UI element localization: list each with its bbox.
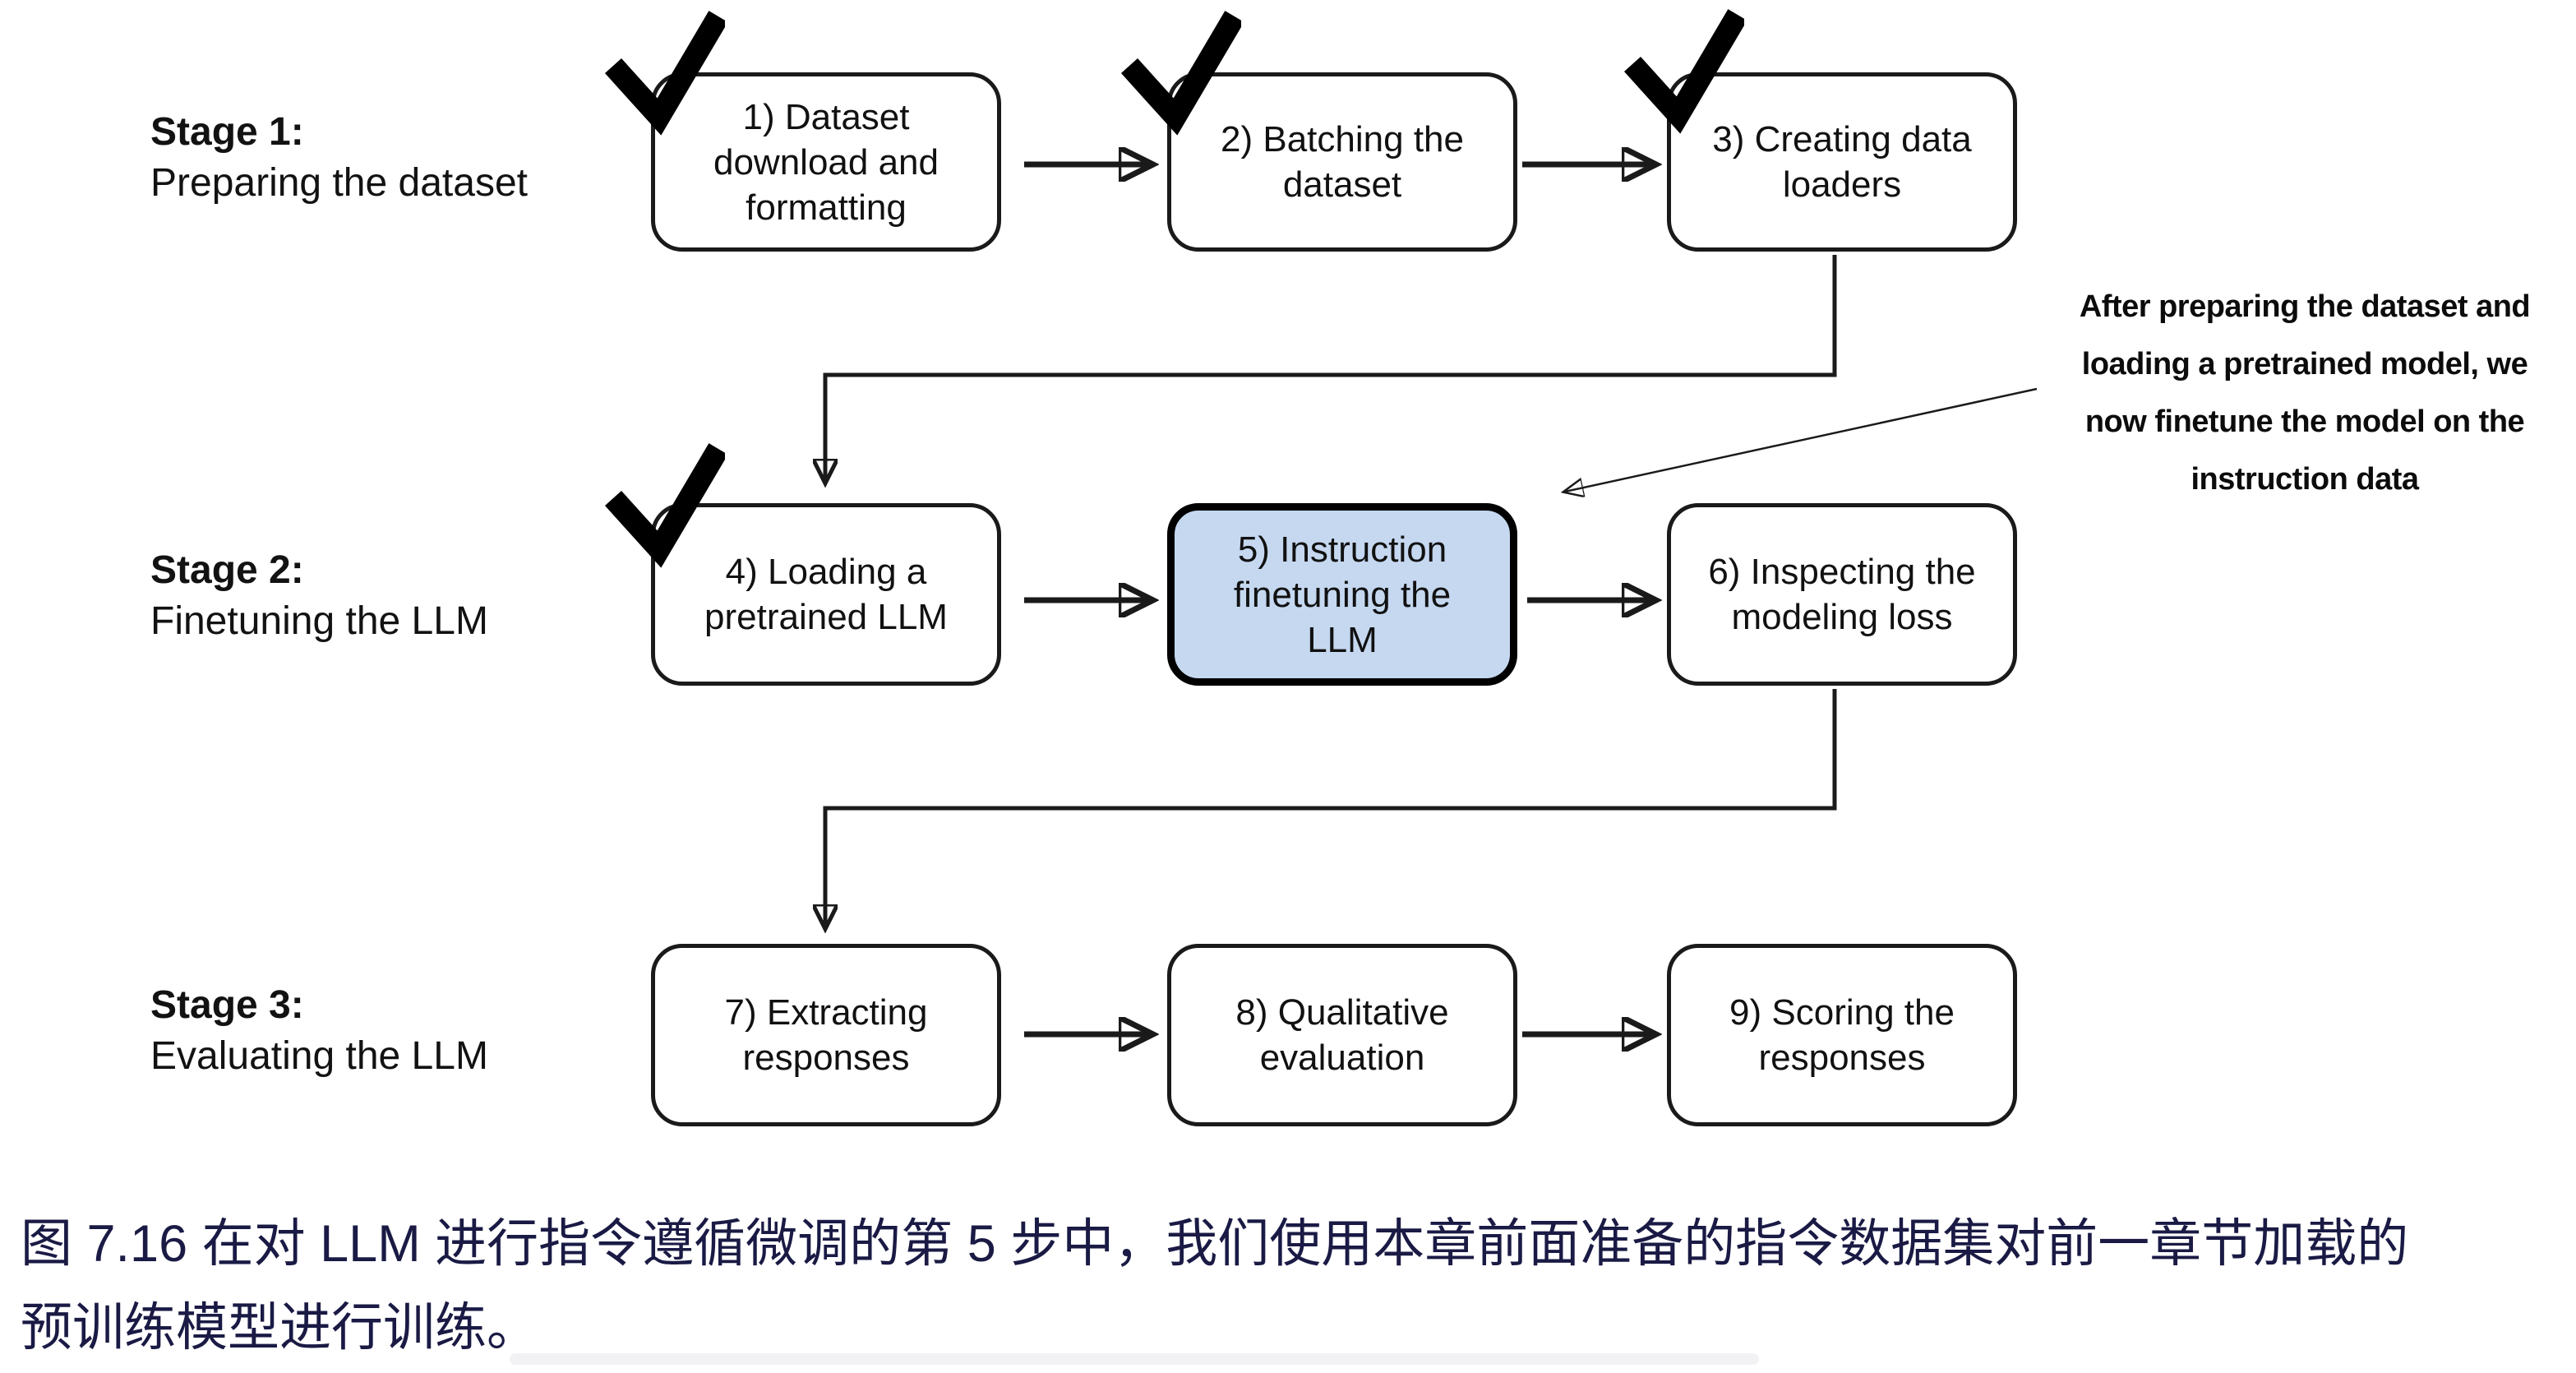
stage-1-subtitle: Preparing the dataset (150, 161, 528, 205)
annotation-note: After preparing the dataset and loading … (2037, 278, 2573, 508)
flow-box-8-label: 8) Qualitative evaluation (1235, 992, 1449, 1078)
checkmark-icon (1120, 11, 1241, 136)
flow-box-1: 1) Dataset download and formatting (651, 72, 1001, 252)
figure-caption-line-2: 预训练模型进行训练。 (21, 1299, 538, 1357)
stage-3-title: Stage 3: (150, 983, 304, 1027)
flow-box-5-label: 5) Instruction finetuning the LLM (1233, 529, 1452, 660)
annotation-pointer-arrow (1565, 387, 2038, 492)
flow-box-8: 8) Qualitative evaluation (1167, 944, 1517, 1126)
bottom-scroll-smudge (510, 1353, 1759, 1365)
flow-box-3: 3) Creating data loaders (1667, 72, 2017, 252)
flow-box-6-label: 6) Inspecting the modeling loss (1708, 552, 1976, 637)
figure-caption: 图 7.16 在对 LLM 进行指令遵循微调的第 5 步中，我们使用本章前面准备… (21, 1202, 2573, 1370)
flow-box-2: 2) Batching the dataset (1167, 72, 1517, 252)
stage-2-label: Stage 2: Finetuning the LLM (150, 545, 676, 647)
flow-box-7: 7) Extracting responses (651, 944, 1001, 1126)
flow-box-1-label: 1) Dataset download and formatting (713, 96, 939, 228)
annotation-line-3: now finetune the model on the (2084, 405, 2525, 439)
checkmark-icon (1623, 9, 1744, 134)
flow-box-2-label: 2) Batching the dataset (1221, 119, 1464, 205)
stage-3-label: Stage 3: Evaluating the LLM (150, 980, 676, 1082)
checkmark-icon (604, 443, 725, 568)
stage-1-title: Stage 1: (150, 110, 304, 154)
flow-box-4: 4) Loading a pretrained LLM (651, 503, 1001, 686)
flow-box-7-label: 7) Extracting responses (724, 992, 928, 1078)
figure-caption-line-1: 图 7.16 在对 LLM 进行指令遵循微调的第 5 步中，我们使用本章前面准备… (21, 1215, 2409, 1273)
annotation-line-2: loading a pretrained model, we (2081, 347, 2528, 381)
stage-3-subtitle: Evaluating the LLM (150, 1034, 488, 1078)
stage-1-label: Stage 1: Preparing the dataset (150, 107, 676, 209)
flow-box-5: 5) Instruction finetuning the LLM (1167, 503, 1517, 686)
flow-box-6: 6) Inspecting the modeling loss (1667, 503, 2017, 686)
flow-box-3-label: 3) Creating data loaders (1712, 119, 1972, 205)
stage-2-subtitle: Finetuning the LLM (150, 599, 488, 643)
flow-box-9-label: 9) Scoring the responses (1729, 992, 1955, 1078)
elbow-arrow-box3-box4 (825, 255, 1837, 482)
annotation-line-4: instruction data (2191, 462, 2419, 497)
annotation-line-1: After preparing the dataset and (2079, 289, 2531, 324)
stage-2-title: Stage 2: (150, 548, 304, 592)
checkmark-icon (604, 11, 725, 136)
flow-box-9: 9) Scoring the responses (1667, 944, 2017, 1126)
flow-box-4-label: 4) Loading a pretrained LLM (704, 552, 948, 637)
elbow-arrow-box6-box7 (825, 689, 1837, 927)
